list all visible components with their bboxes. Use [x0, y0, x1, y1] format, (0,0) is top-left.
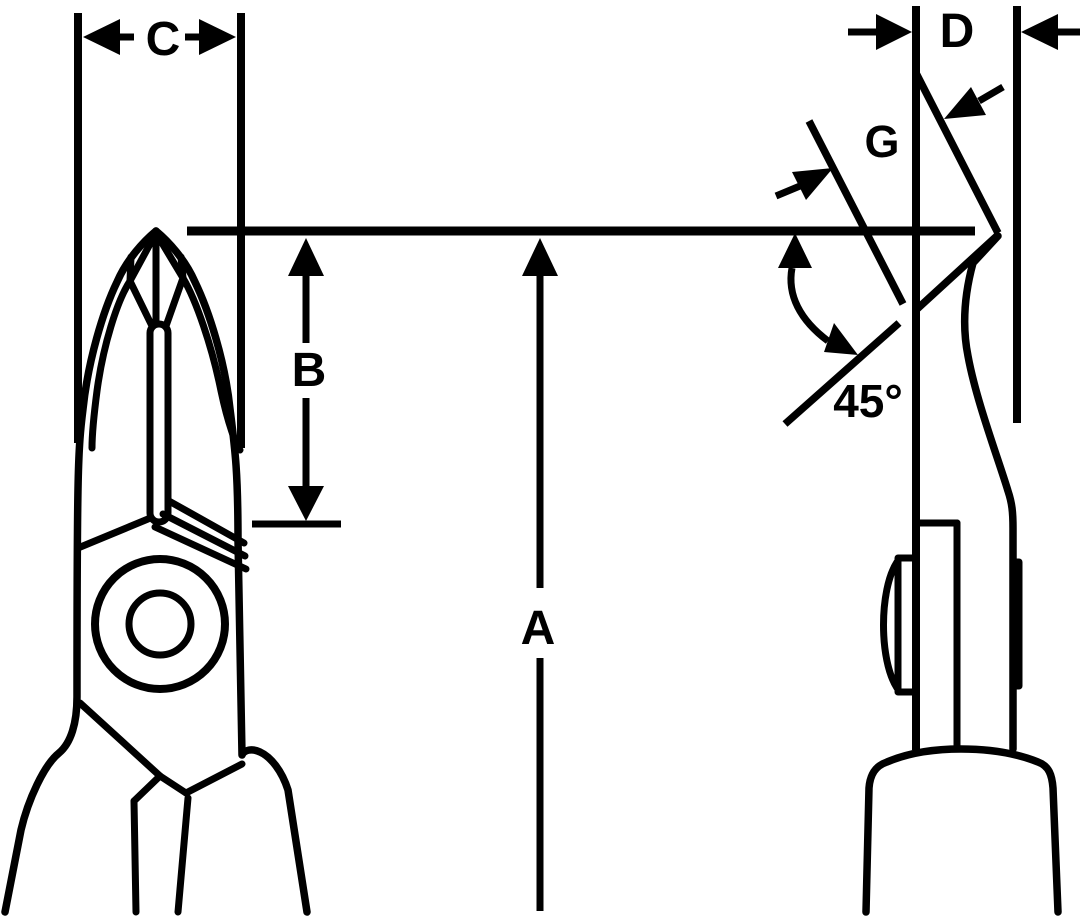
dim-label-g: G	[864, 116, 899, 167]
side-handle-grip	[862, 745, 1062, 916]
jaw-gap-slot	[146, 320, 172, 526]
dimension-c: C	[74, 13, 245, 448]
g-arrowhead-upper	[944, 87, 986, 119]
d-arrowhead-left	[876, 14, 912, 50]
pivot-outer-circle	[91, 555, 229, 693]
b-arrowhead-top	[288, 238, 324, 276]
side-view-cutter	[862, 6, 1062, 916]
dimension-g: G	[774, 71, 1005, 306]
joint-seam-right-2	[159, 510, 249, 560]
g-arrowhead-lower	[792, 168, 833, 200]
handle-left-inner-edge	[130, 797, 140, 916]
joint-seam-left	[74, 515, 152, 552]
angle-arrowhead-top	[778, 233, 812, 268]
joint-seam-right-1	[165, 497, 248, 547]
handle-cross-line-1	[76, 699, 164, 780]
dim-label-c: C	[146, 13, 181, 66]
dim-label-a: A	[521, 602, 556, 655]
angle-arc	[787, 267, 831, 344]
handle-right-inner-edge	[174, 794, 192, 916]
dim-label-b: B	[292, 344, 327, 397]
g-arrow-tail-upper	[977, 83, 1005, 105]
blade-face-extension-line	[912, 71, 1002, 235]
front-outline-left	[1, 227, 160, 916]
handle-cross-line-4	[182, 760, 246, 797]
g-arrow-tail-lower	[774, 182, 802, 200]
front-inner-bevel-right	[179, 274, 244, 454]
pivot-inner-circle	[125, 589, 195, 659]
dimension-angle-45: 45°	[778, 233, 903, 427]
d-arrowhead-right	[1021, 14, 1058, 50]
joint-seam-right-3	[151, 523, 250, 573]
b-arrowhead-bottom	[288, 486, 324, 521]
dimension-d: D	[848, 5, 1080, 423]
g-dimension-line	[805, 119, 907, 306]
front-view-cutter	[1, 227, 311, 916]
tip-chamfer-left	[126, 253, 135, 285]
c-arrowhead-right	[199, 19, 236, 55]
dim-label-d: D	[940, 5, 975, 58]
angle-45-line	[782, 320, 902, 427]
side-front-profile	[960, 232, 1017, 753]
front-outline-right	[152, 227, 311, 916]
bolster-plate-right	[1009, 558, 1023, 690]
dimension-b: B	[252, 238, 341, 528]
cutting-edge-diamond	[126, 229, 187, 330]
handle-cross-line-2	[130, 772, 164, 805]
leaf-spring-bulge	[880, 558, 901, 692]
dim-label-angle: 45°	[833, 375, 903, 427]
dimension-a: A	[521, 238, 558, 911]
bolster-plate-left	[894, 554, 920, 696]
tip-chamfer-right	[177, 253, 187, 282]
c-arrowhead-left	[83, 19, 120, 55]
a-arrowhead-top	[522, 238, 558, 276]
handle-cross-line-3	[156, 772, 190, 797]
front-inner-bevel-left	[88, 277, 134, 452]
angle-arrowhead-bottom	[824, 323, 858, 355]
